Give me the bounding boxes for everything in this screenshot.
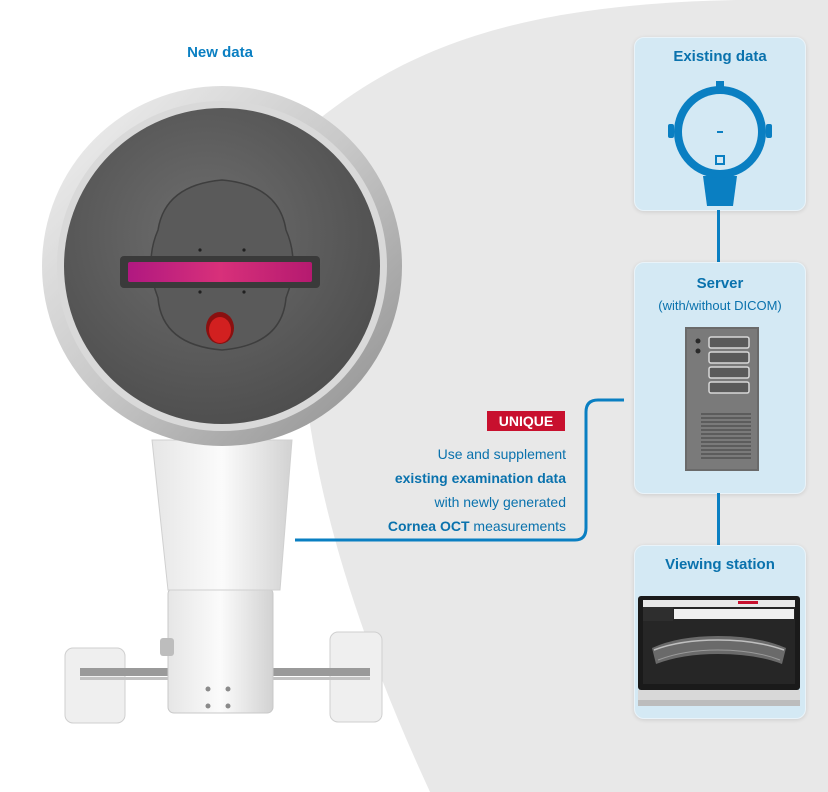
description-line-4-rest: measurements bbox=[469, 518, 566, 534]
monitor-icon bbox=[638, 596, 800, 706]
unique-badge: UNIQUE bbox=[487, 411, 565, 431]
viewing-station-card: Viewing station bbox=[634, 545, 806, 719]
server-subtitle: (with/without DICOM) bbox=[658, 298, 782, 313]
description-line-2: existing examination data bbox=[394, 470, 566, 486]
viewing-station-title: Viewing station bbox=[665, 556, 775, 573]
existing-data-card: Existing data bbox=[634, 37, 806, 211]
new-data-label: New data bbox=[187, 44, 253, 61]
description-line-4: Cornea OCT measurements bbox=[330, 514, 566, 538]
server-title: Server bbox=[696, 275, 744, 292]
description-line-4-bold: Cornea OCT bbox=[387, 518, 470, 534]
connector-existing-server bbox=[717, 210, 720, 262]
connector-server-viewing bbox=[717, 493, 720, 545]
existing-data-title: Existing data bbox=[673, 48, 767, 65]
description-text: Use and supplement existing examination … bbox=[330, 442, 566, 538]
lens-scan-icon bbox=[668, 81, 772, 206]
server-tower-icon bbox=[685, 327, 759, 471]
description-line-1: Use and supplement bbox=[437, 446, 566, 462]
description-line-3: with newly generated bbox=[434, 494, 566, 510]
server-card: Server (with/without DICOM) bbox=[634, 262, 806, 494]
